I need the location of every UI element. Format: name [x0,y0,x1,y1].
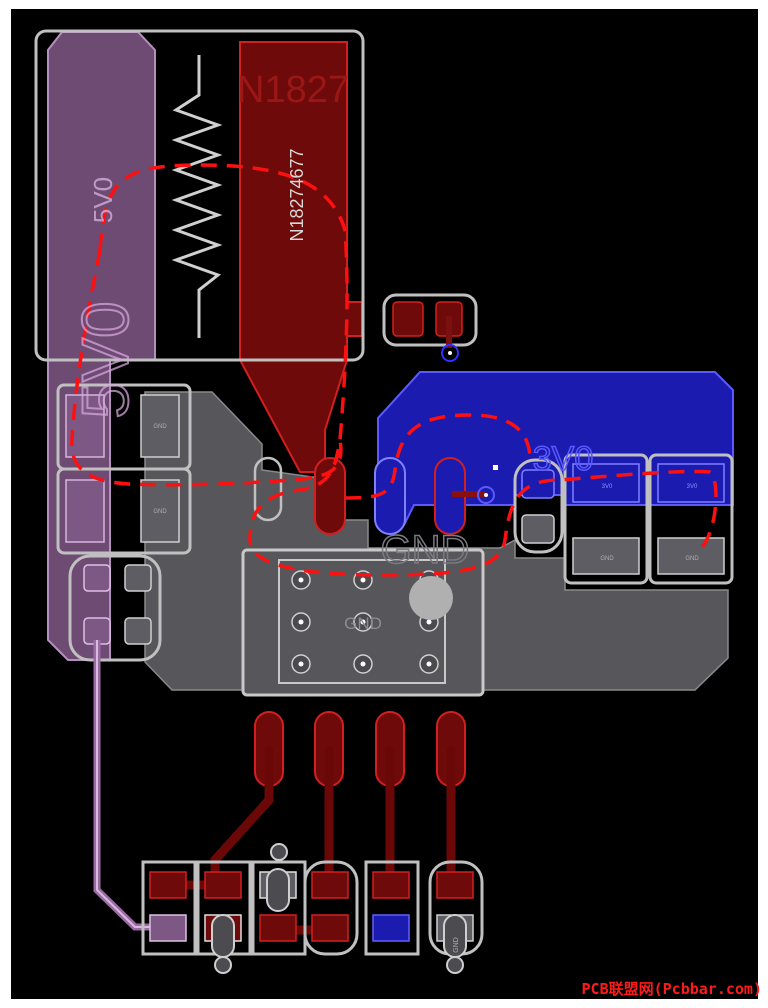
pad [124,617,152,645]
mount-hole [270,843,288,861]
pad [392,301,424,337]
thermal-via-holes [298,577,432,667]
capacitor-pad-5v0 [65,394,105,458]
pad [83,564,111,592]
pad [521,469,555,499]
tiny-pad-label: GND [600,556,614,562]
capacitor-outline [56,467,192,555]
capacitor-pad-3v0 [657,463,725,503]
watermark: PCB联盟网(Pcbbar.com) [581,980,762,998]
label-top-designator: N1827 [237,69,349,111]
capacitor-pad-gnd [657,537,725,575]
mount-hole [446,956,464,974]
oval-pad [314,457,346,535]
label-3v0: 3V0 [533,440,594,478]
label-5v0-large: 5V0 [68,301,142,418]
tiny-pad-label: 3V0 [687,484,698,490]
tiny-pad-label: GND [453,937,460,953]
module-outline [34,29,365,362]
capacitor-pad-3v0 [572,463,640,503]
tiny-pad-label: 3V0 [602,484,613,490]
ratsnest-dashed-line [98,163,718,577]
pad-group-outline [513,458,564,554]
capacitor-pad-5v0 [65,479,105,543]
ratsnest-dashed-line [344,413,532,500]
marker-dot [493,465,498,470]
via [441,344,459,362]
pad-group-outline [68,554,162,662]
capacitor-pad-gnd [572,537,640,575]
resistor-zigzag-silkscreen [171,55,223,338]
capacitor-outline [648,453,734,585]
mount-hole [214,956,232,974]
capacitor-pad-gnd [140,394,180,458]
pin1-marker-circle [409,576,453,620]
ic-thermal-pad [278,559,446,684]
label-gnd-net: GND [381,528,470,572]
via-hole [484,493,488,497]
via-hole [448,351,452,355]
capacitor-pad-gnd [140,479,180,543]
pad-group-outline [382,293,478,347]
label-5v0-vertical: 5V0 [88,177,118,223]
tiny-pad-label: GND [153,424,167,430]
pad [521,514,555,544]
ratsnest-dashed-line [70,249,343,487]
capacitor-outline [563,453,649,585]
via [477,486,495,504]
oval-pad [253,456,283,522]
pad [124,564,152,592]
tiny-pad-label: GND [685,556,699,562]
tiny-pad-label: GND [153,509,167,515]
label-value-vertical: N18274677 [287,148,307,241]
label-gnd-pad: GND [344,614,382,633]
